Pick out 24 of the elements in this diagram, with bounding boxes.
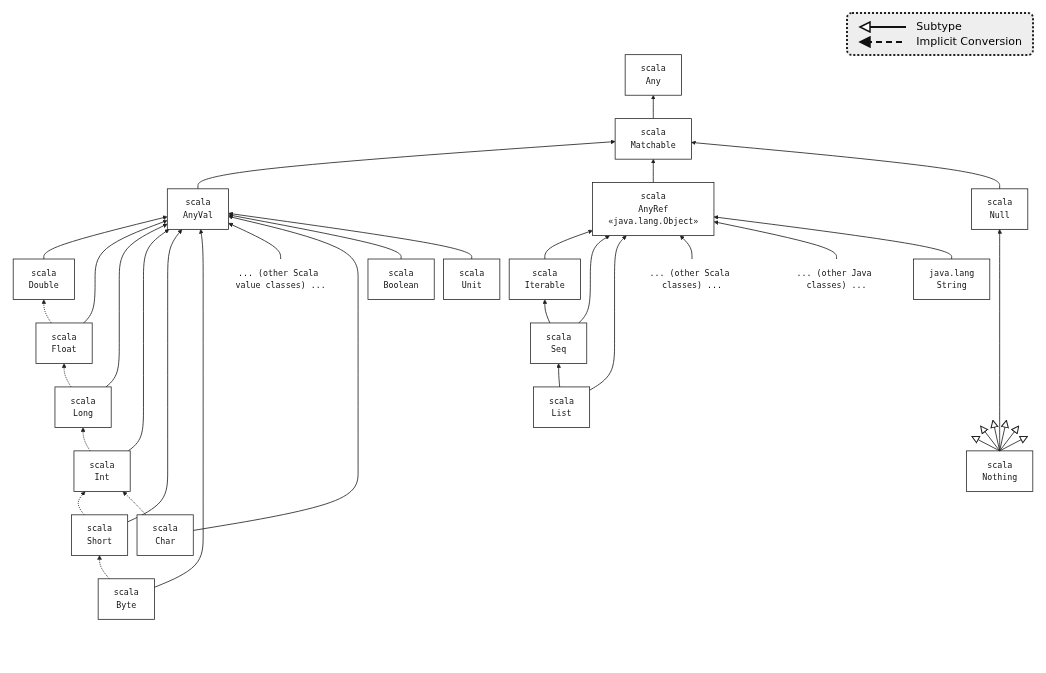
node-box: scala Matchable [614, 117, 692, 160]
node-box: scala AnyRef «java.lang.Object» [592, 181, 715, 236]
node-box: scala Unit [443, 258, 501, 300]
node-box: scala Char [136, 513, 194, 556]
node-box: scala Byte [97, 577, 155, 620]
node-box: scala Short [71, 513, 129, 556]
node-box: scala Float [35, 322, 93, 364]
node-text: ... (other Java classes) ... [796, 267, 872, 290]
legend-label: Implicit Conversion [916, 35, 1022, 48]
node-text: ... (other Scala value classes) ... [235, 267, 326, 290]
node-box: scala Double [12, 258, 75, 300]
node-text: ... (other Scala classes) ... [649, 267, 730, 290]
node-box: java.lang String [913, 258, 991, 300]
node-box: scala Null [971, 187, 1029, 230]
node-box: scala Boolean [367, 258, 435, 300]
node-box: scala Any [624, 53, 682, 96]
node-box: scala Seq [530, 322, 588, 364]
node-box: scala Int [73, 450, 131, 492]
node-box: scala Nothing [966, 450, 1034, 492]
node-box: scala AnyVal [166, 187, 229, 230]
node-box: scala Iterable [508, 258, 581, 300]
legend-label: Subtype [916, 20, 962, 33]
node-box: scala Long [54, 386, 112, 428]
node-box: scala List [533, 386, 591, 428]
